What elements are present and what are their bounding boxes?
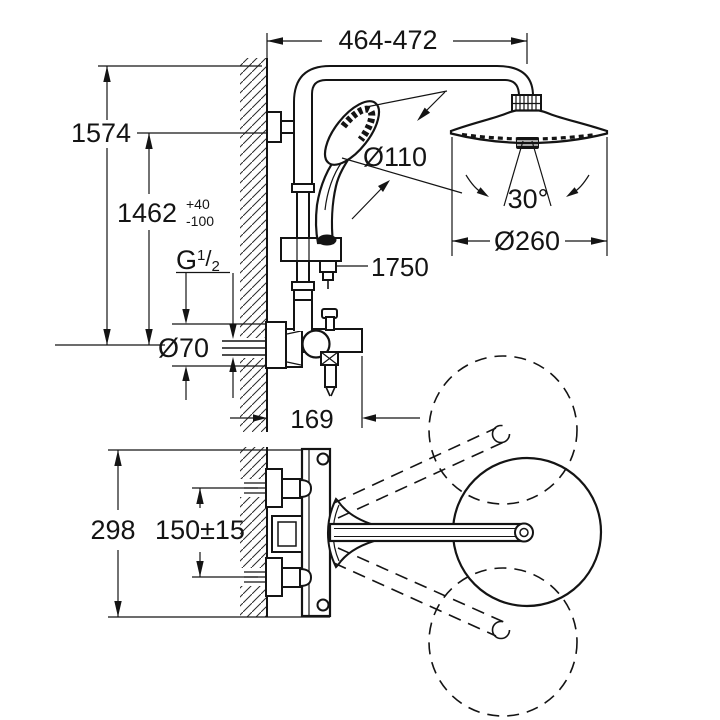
hand-shower <box>314 100 381 246</box>
dim-rail-tol-plus: +40 <box>186 196 210 212</box>
swivel-cone-lines <box>503 140 552 207</box>
dim-valve-projection: 169 <box>290 404 333 434</box>
plan-view-dimensions <box>114 450 258 617</box>
swivel-arrow-left <box>476 187 489 197</box>
wall-section-front <box>239 58 268 432</box>
dim-rail-height: 1462 <box>117 198 177 228</box>
rail-swivel-joint <box>301 329 331 359</box>
mount-screw-top <box>316 452 330 466</box>
arm-end-hook-down <box>491 620 511 640</box>
dim-width-range: 464-472 <box>338 25 437 55</box>
supply-fitting-bottom <box>265 557 313 597</box>
thermostat-valve-plan <box>271 447 332 618</box>
mount-screw-bottom <box>316 598 330 612</box>
front-view: 464-472 1574 1462 +40 -100 G1/2 Ø70 Ø110… <box>55 25 609 434</box>
swivel-arrow-right <box>566 187 579 197</box>
hose-outlet <box>324 364 337 388</box>
dim-inlet-spacing: 150±15 <box>155 515 245 545</box>
plan-view: 298 150±15 <box>90 355 603 717</box>
head-shower <box>449 94 609 207</box>
dim-hand-shower-dia: Ø110 <box>363 142 427 172</box>
dim-total-height: 1574 <box>71 118 131 148</box>
supply-escutcheon <box>265 321 287 369</box>
dim-head-shower-dia: Ø260 <box>494 226 560 256</box>
shower-arm-plan <box>328 522 534 543</box>
supply-pipe <box>222 340 266 356</box>
dim-thread-size: G1/2 <box>176 245 220 275</box>
dim-rail-tol-minus: -100 <box>186 213 214 229</box>
union-nut <box>285 328 303 368</box>
swivel-arm-dashed <box>333 424 511 640</box>
dim-hose-length: 1750 <box>371 252 429 282</box>
rail-wall-bracket <box>266 111 295 143</box>
thermostat-valve <box>222 299 363 397</box>
dim-swivel-angle: 30° <box>508 184 549 214</box>
center-nozzle-boss <box>516 137 539 149</box>
hand-shower-head <box>323 100 381 166</box>
head-shower-swivel-down <box>428 567 578 717</box>
front-view-dimensions <box>103 33 608 428</box>
arm-end-hook-up <box>491 424 511 444</box>
head-shower-swivel-up <box>428 355 578 505</box>
dim-plan-width: 298 <box>90 515 135 545</box>
hand-shower-base <box>317 234 337 246</box>
dim-escutcheon-dia: Ø70 <box>158 333 209 363</box>
supply-fitting-top <box>265 468 313 508</box>
